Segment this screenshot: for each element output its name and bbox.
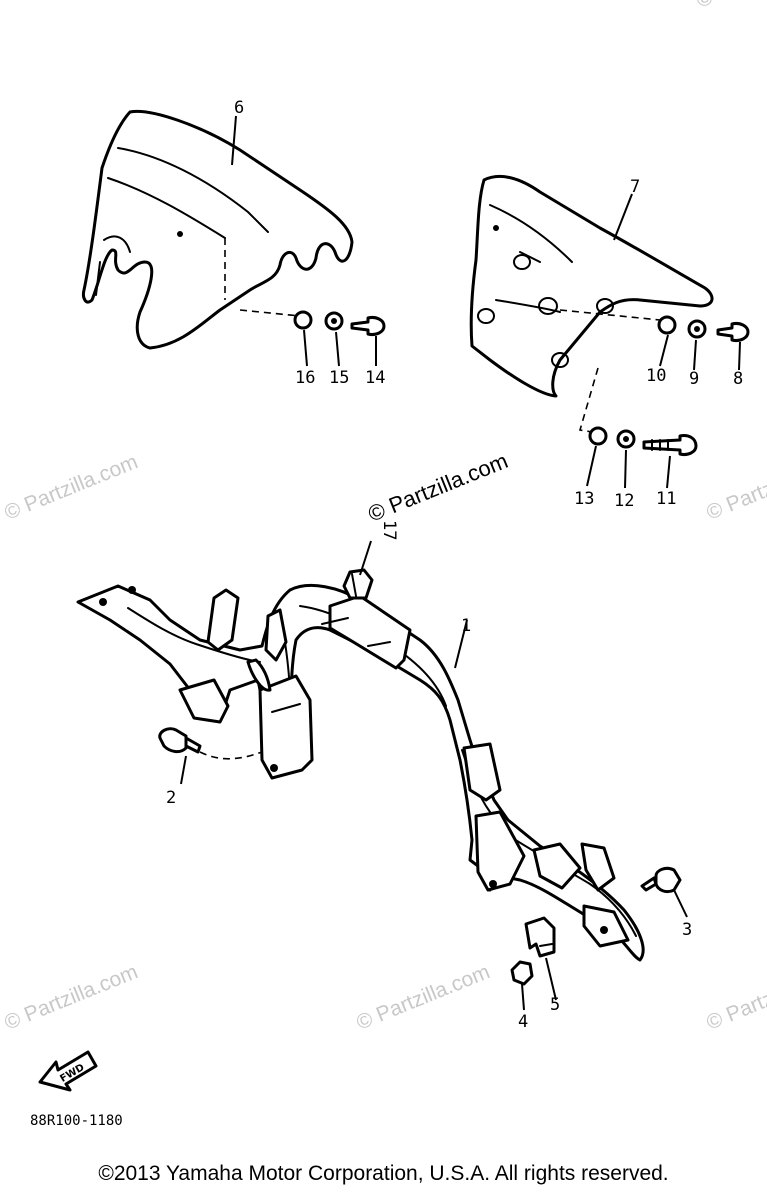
- part-cover-7: [469, 175, 714, 433]
- part-bolt-3: [640, 866, 682, 894]
- callout-8: 8: [733, 369, 743, 389]
- callout-14: 14: [365, 368, 385, 388]
- screw-14: [350, 316, 386, 336]
- hardware-group-lower: [588, 426, 698, 456]
- callout-3: 3: [682, 920, 692, 940]
- watermark-mid-left: © Partzilla.com: [1, 450, 141, 524]
- callout-10: 10: [646, 366, 666, 386]
- watermark-low-right: © Partzilla.com: [703, 960, 767, 1034]
- part-cover-6: [82, 109, 354, 350]
- part-clamp-17: [342, 568, 374, 600]
- part-nut-4: [510, 960, 534, 986]
- callout-17: 17: [379, 520, 399, 540]
- washer-16: [293, 310, 313, 330]
- callout-16: 16: [295, 368, 315, 388]
- washer-13: [588, 426, 608, 446]
- hardware-group-left: [293, 310, 386, 336]
- fwd-arrow: FWD: [38, 1050, 98, 1092]
- callout-9: 9: [689, 369, 699, 389]
- callout-4: 4: [518, 1012, 528, 1032]
- part-frame-stay-1: [76, 583, 645, 962]
- callout-2: 2: [166, 788, 176, 808]
- callout-labels: 1 2 3 4 5 6 7 8 9 10 11 12 13 14 15 16 1…: [166, 98, 743, 1032]
- washer-10: [657, 315, 677, 335]
- leader-lines: [180, 115, 741, 1011]
- watermark-top-right: © Partzilla.com: [693, 0, 767, 13]
- callout-1: 1: [461, 616, 471, 636]
- callout-13: 13: [574, 489, 594, 509]
- copyright-notice: ©2013 Yamaha Motor Corporation, U.S.A. A…: [98, 1162, 669, 1185]
- part-clip-5: [524, 916, 556, 958]
- callout-5: 5: [550, 995, 560, 1015]
- watermark-low-left: © Partzilla.com: [1, 960, 141, 1034]
- screw-8: [716, 322, 750, 342]
- diagram-code: 88R100-1180: [30, 1113, 123, 1129]
- watermark-mid-right: © Partzilla.com: [703, 450, 767, 524]
- part-bolt-2: [158, 727, 263, 760]
- callout-11: 11: [656, 489, 676, 509]
- callout-12: 12: [614, 491, 634, 511]
- callout-6: 6: [234, 98, 244, 118]
- bolt-11: [642, 434, 698, 456]
- watermark-low-center: © Partzilla.com: [353, 960, 493, 1034]
- callout-7: 7: [630, 177, 640, 197]
- watermark-main: © Partzilla.com: [365, 448, 512, 527]
- hardware-group-right: [657, 315, 750, 342]
- callout-15: 15: [329, 368, 349, 388]
